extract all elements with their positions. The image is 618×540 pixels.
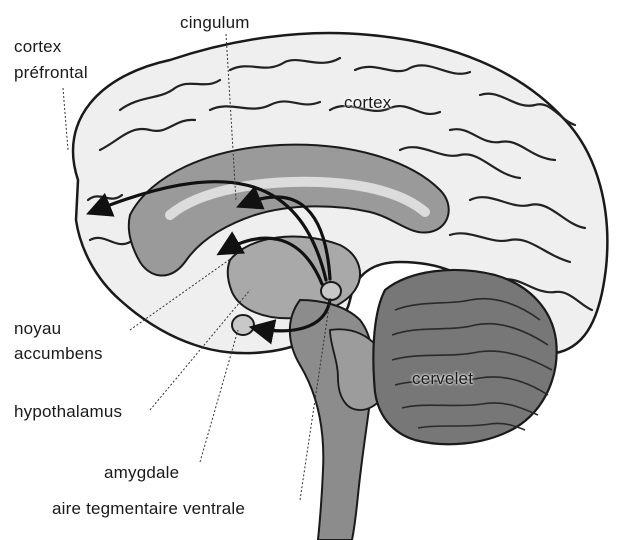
cerebellum — [373, 270, 556, 444]
label-noyau: noyau — [14, 318, 61, 339]
amygdale-nucleus — [232, 315, 254, 335]
label-cervelet: cervelet — [412, 368, 473, 389]
label-cortex-prefrontal-line2: préfrontal — [14, 62, 88, 83]
label-hypothalamus: hypothalamus — [14, 401, 122, 422]
aire-tegmentaire-nucleus — [321, 282, 341, 300]
label-cortex-prefrontal-line1: cortex — [14, 36, 62, 57]
label-amygdale: amygdale — [104, 462, 179, 483]
label-aire-tegmentaire: aire tegmentaire ventrale — [52, 498, 245, 519]
label-cortex: cortex — [344, 92, 392, 113]
label-accumbens: accumbens — [14, 343, 103, 364]
label-cingulum: cingulum — [180, 12, 250, 33]
